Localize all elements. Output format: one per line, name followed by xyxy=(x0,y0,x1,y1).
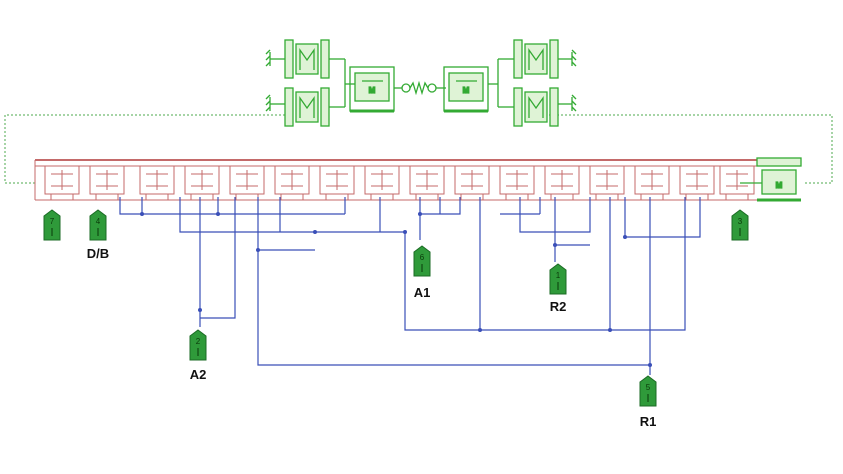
port-label: D/B xyxy=(87,246,109,261)
port-block-icon xyxy=(731,209,749,241)
left-brake-links xyxy=(329,58,355,108)
ground-right-icon xyxy=(558,49,577,112)
port-7[interactable]: 7 xyxy=(43,209,61,241)
port-block-icon xyxy=(413,245,431,277)
motor-left-icon: M xyxy=(349,66,395,113)
port-block-icon xyxy=(639,375,657,407)
motor-rail-icon: M xyxy=(740,157,802,202)
port-label: A2 xyxy=(190,367,207,382)
ground-left-icon xyxy=(265,49,285,112)
port-block-icon xyxy=(89,209,107,241)
port-number: 1 xyxy=(556,271,561,280)
port-6[interactable]: 6A1 xyxy=(413,245,431,300)
ports-layer: 7 4D/B 3 6A1 1R2 2A2 5R1 xyxy=(43,209,749,429)
motor-right-icon: M xyxy=(443,66,489,113)
port-1[interactable]: 1R2 xyxy=(549,263,567,314)
motor-rail-label: M xyxy=(776,181,783,190)
brake-lower-left-icon xyxy=(284,87,330,127)
port-4[interactable]: 4D/B xyxy=(87,209,109,261)
top-actuator-assembly: M M xyxy=(265,39,577,127)
port-block-icon xyxy=(549,263,567,295)
motor-right-label: M xyxy=(463,86,470,95)
port-number: 6 xyxy=(420,253,425,262)
port-2[interactable]: 2A2 xyxy=(189,329,207,382)
control-wiring xyxy=(119,197,701,375)
feedback-loop xyxy=(4,114,833,184)
port-number: 3 xyxy=(738,217,743,226)
port-block-icon xyxy=(189,329,207,361)
wire-junctions xyxy=(140,212,652,367)
port-number: 4 xyxy=(96,217,101,226)
brake-upper-left-icon xyxy=(284,39,330,79)
port-5[interactable]: 5R1 xyxy=(639,375,657,429)
port-3[interactable]: 3 xyxy=(731,209,749,241)
port-number: 7 xyxy=(50,217,55,226)
port-label: R2 xyxy=(550,299,567,314)
port-label: R1 xyxy=(640,414,657,429)
brake-upper-right-icon xyxy=(513,39,559,79)
port-block-icon xyxy=(43,209,61,241)
port-label: A1 xyxy=(414,285,431,300)
brake-lower-right-icon xyxy=(513,87,559,127)
motor-left-label: M xyxy=(369,86,376,95)
planetary-gear-rail xyxy=(34,159,790,201)
spring-icon xyxy=(394,80,446,96)
right-brake-links xyxy=(488,58,514,108)
port-number: 5 xyxy=(646,383,651,392)
port-number: 2 xyxy=(196,337,201,346)
